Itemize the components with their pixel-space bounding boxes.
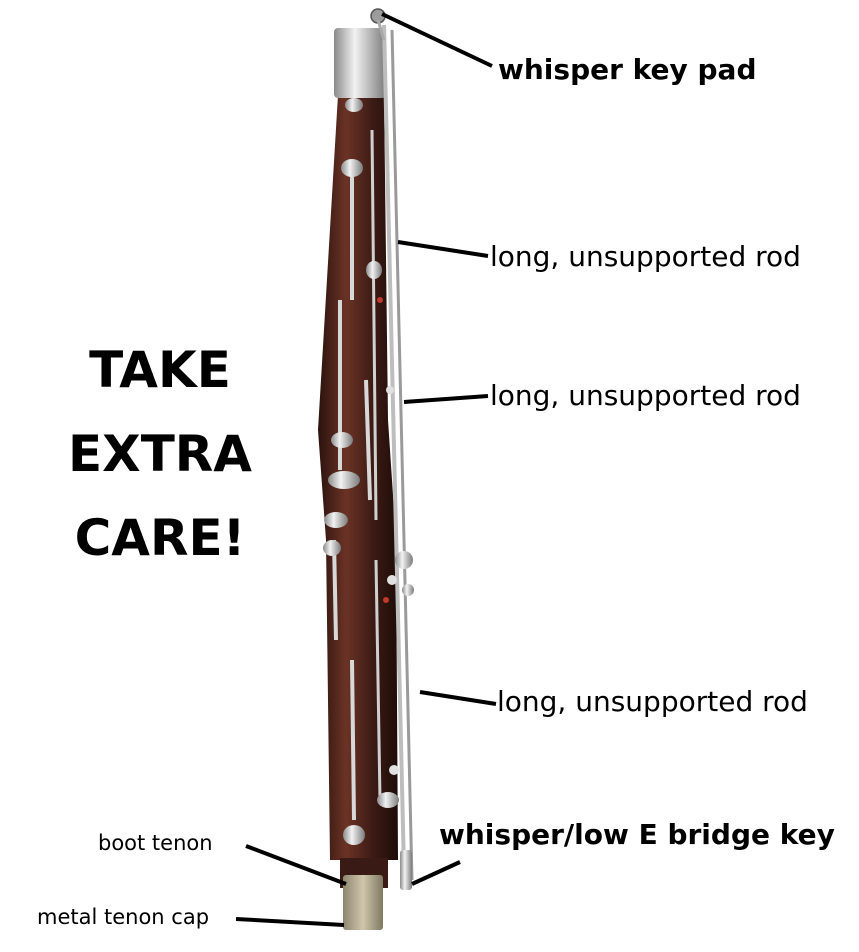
key-touch bbox=[366, 261, 382, 279]
label-bridge-key: whisper/low E bridge key bbox=[439, 818, 835, 851]
key-post bbox=[402, 584, 414, 596]
label-boot-tenon: boot tenon bbox=[98, 831, 213, 855]
key-arm bbox=[332, 539, 338, 641]
key-touch bbox=[331, 432, 353, 448]
metal-tenon-cap bbox=[343, 875, 383, 930]
label-rod-2: long, unsupported rod bbox=[490, 379, 801, 412]
key-touch bbox=[323, 540, 341, 556]
top-metal-ring bbox=[334, 28, 386, 98]
warning-line: EXTRA bbox=[67, 425, 252, 483]
bridge-key-shape bbox=[400, 850, 412, 890]
warning-line: TAKE bbox=[89, 341, 231, 399]
key-arm bbox=[364, 379, 372, 501]
leader-whisper-key-pad bbox=[381, 12, 493, 68]
key-touch bbox=[328, 471, 360, 489]
key-post bbox=[387, 575, 397, 585]
label-whisper-key-pad: whisper key pad bbox=[498, 53, 757, 86]
leader-rod-3 bbox=[419, 690, 497, 706]
label-rod-1: long, unsupported rod bbox=[490, 240, 801, 273]
leader-metal-tenon-cap bbox=[235, 917, 345, 927]
key-touch bbox=[324, 512, 348, 528]
leader-rod-1 bbox=[397, 240, 489, 258]
key-post bbox=[386, 386, 394, 394]
red-bumper bbox=[383, 597, 389, 603]
whisper-key-arm bbox=[376, 19, 386, 41]
rod-line bbox=[382, 24, 406, 871]
leader-boot-tenon bbox=[245, 844, 347, 886]
red-bumper bbox=[377, 297, 383, 303]
key-post bbox=[395, 551, 413, 569]
rod-line bbox=[390, 29, 414, 881]
key-touch bbox=[377, 792, 399, 808]
rod-line bbox=[370, 129, 378, 521]
key-arm bbox=[374, 559, 382, 801]
key-touch bbox=[345, 98, 363, 112]
key-touch bbox=[341, 159, 363, 177]
warning-text: TAKE EXTRA CARE! bbox=[40, 328, 280, 580]
label-metal-tenon-cap: metal tenon cap bbox=[37, 905, 210, 929]
warning-line: CARE! bbox=[74, 509, 246, 567]
key-touch bbox=[343, 825, 365, 845]
label-rod-3: long, unsupported rod bbox=[497, 685, 808, 718]
leader-rod-2 bbox=[403, 394, 489, 404]
leader-bridge-key bbox=[411, 860, 461, 886]
key-post bbox=[389, 765, 399, 775]
key-arm bbox=[350, 659, 356, 821]
